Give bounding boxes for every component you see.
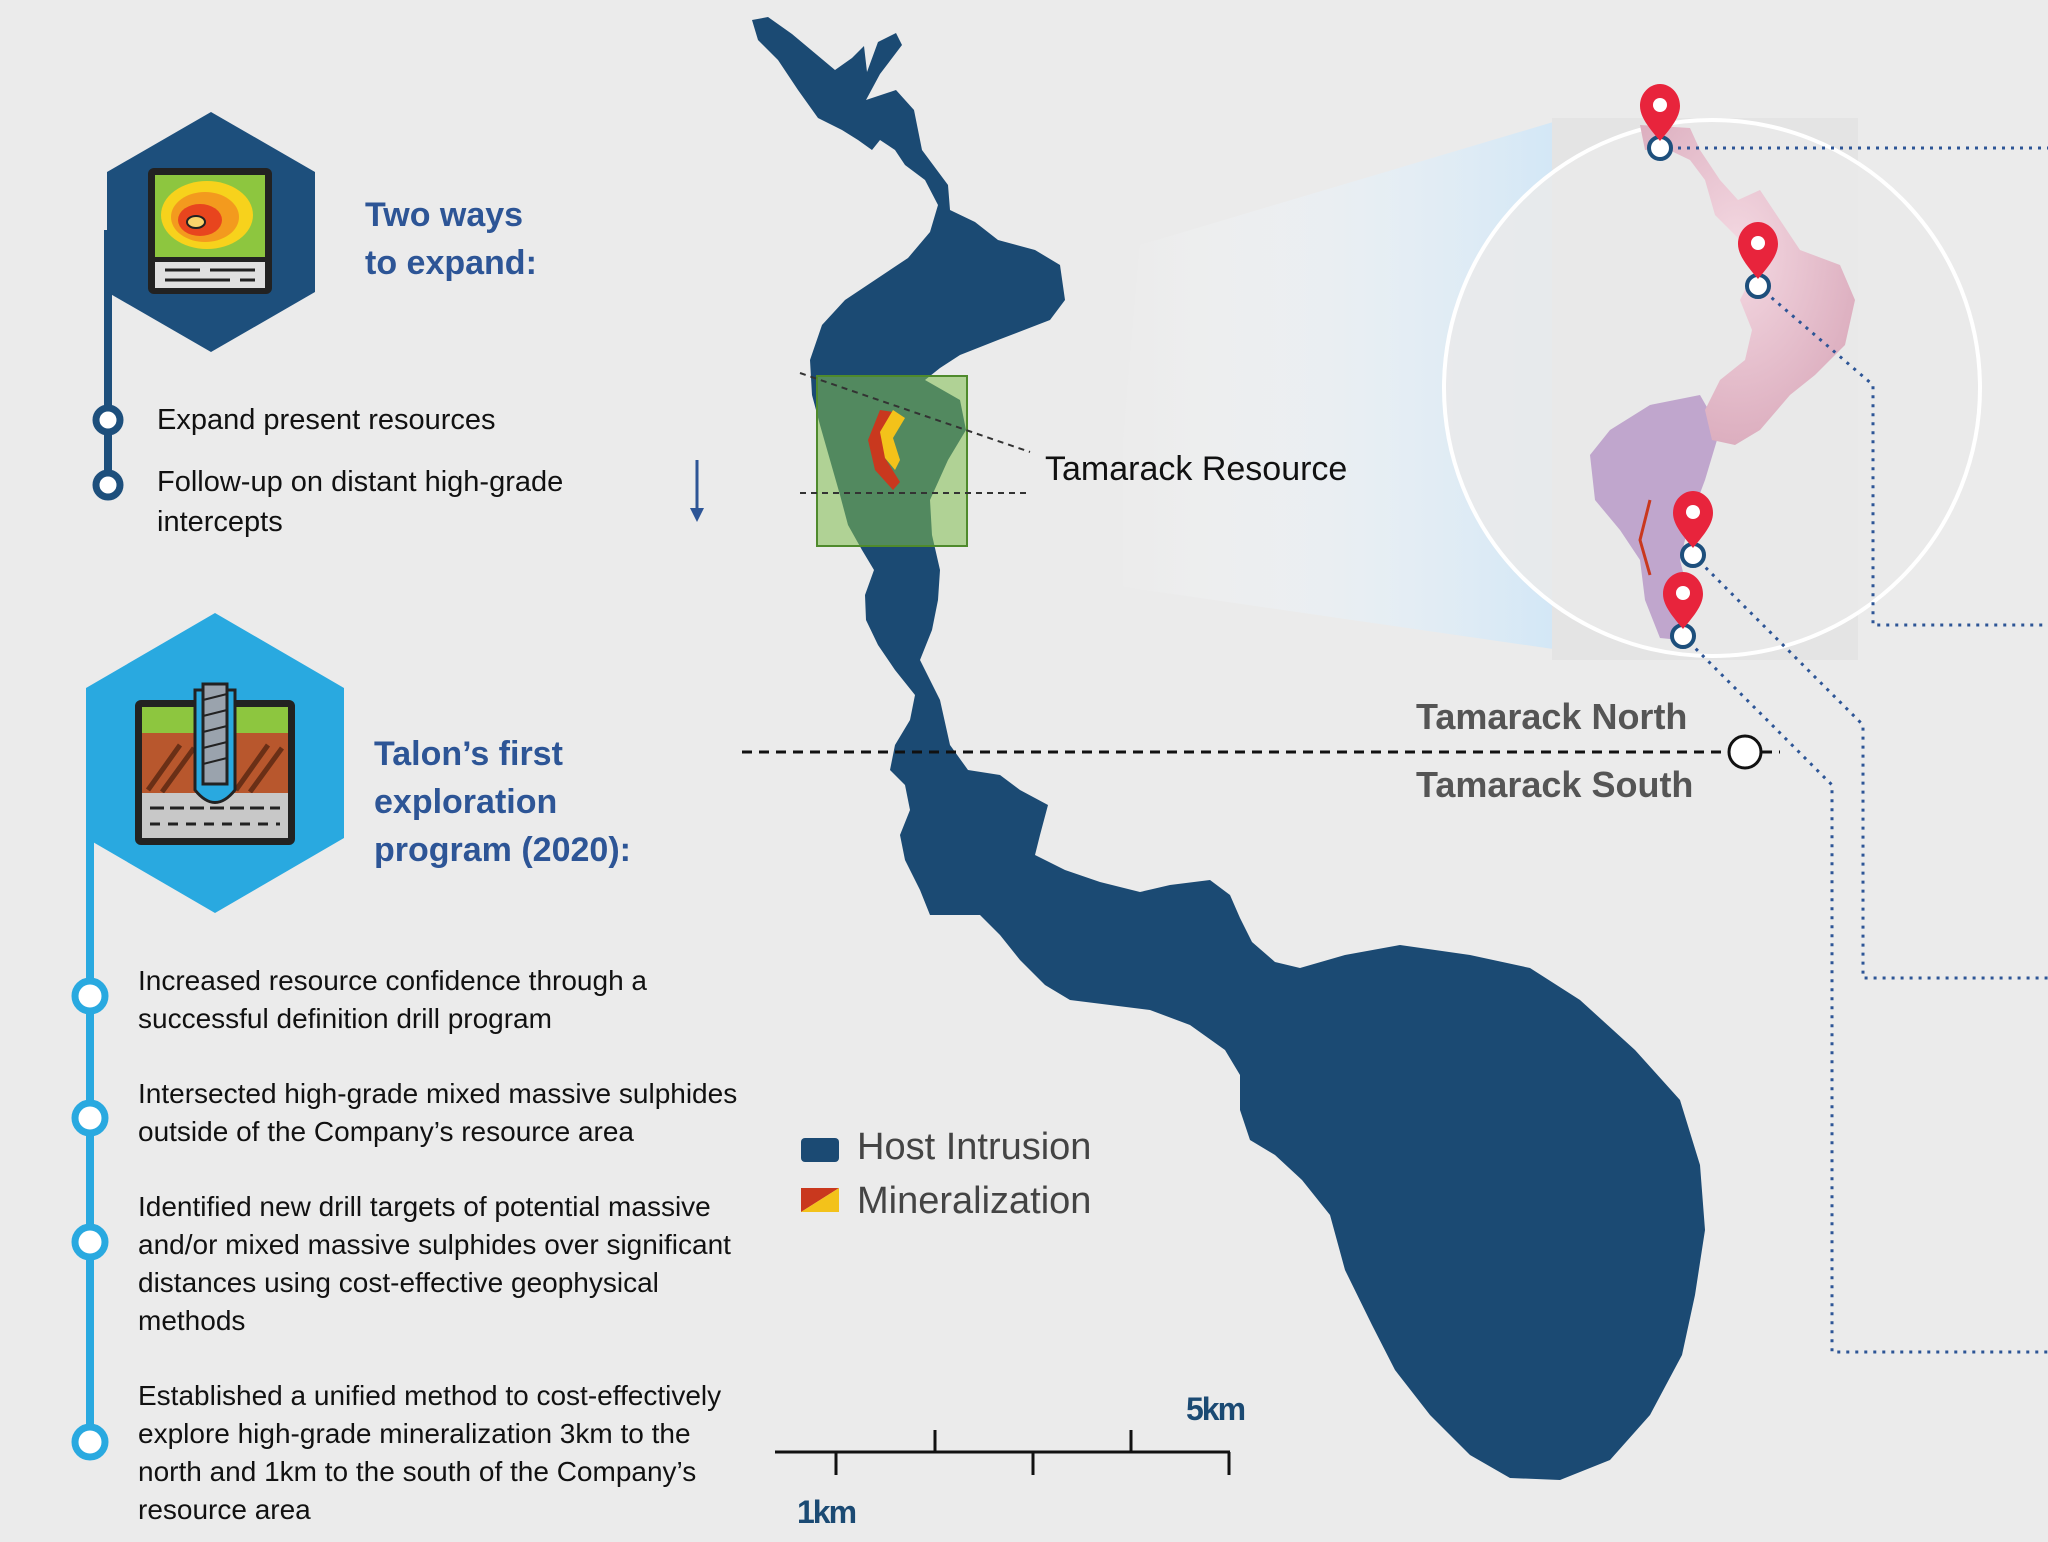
tamarack-south-label: Tamarack South — [1416, 764, 1694, 805]
zoom-circle — [1442, 118, 1982, 658]
program-item-3-line4: methods — [138, 1305, 246, 1336]
mineralization-yellow — [880, 410, 905, 470]
program-item-2: Intersected high-grade mixed massive sul… — [138, 1075, 737, 1151]
host-intrusion-shape — [752, 17, 1705, 1480]
legend-host-label: Host Intrusion — [857, 1126, 1092, 1168]
scale-label-5km: 5km — [1186, 1391, 1246, 1427]
program-item-4-line4: resource area — [138, 1494, 311, 1525]
expand-heading: Two ways to expand: — [365, 191, 537, 287]
tamarack-north-label: Tamarack North — [1416, 696, 1688, 737]
program-item-3-line1: Identified new drill targets of potentia… — [138, 1191, 711, 1222]
program-heading-line2: exploration — [374, 783, 558, 821]
program-heading-line3: program (2020): — [374, 831, 631, 869]
program-item-3-line3: distances using cost-effective geophysic… — [138, 1267, 659, 1298]
expand-item-1: Expand present resources — [157, 404, 496, 436]
expand-item-2: Follow-up on distant high-grade intercep… — [157, 463, 563, 541]
contour-map-icon — [148, 168, 272, 294]
scale-bar — [775, 1430, 1231, 1475]
drill-pins — [1640, 84, 1778, 649]
expand-heading-line1: Two ways — [365, 196, 524, 234]
program-item-2-line2: outside of the Company’s resource area — [138, 1116, 634, 1147]
tamarack-resource-label: Tamarack Resource — [1045, 450, 1348, 488]
program-heading-line1: Talon’s first — [374, 735, 563, 773]
program-item-4: Established a unified method to cost-eff… — [138, 1377, 721, 1529]
program-item-1-line1: Increased resource confidence through a — [138, 965, 647, 996]
orebody-purple — [1590, 395, 1720, 640]
scale-label-1km: 1km — [797, 1494, 857, 1530]
legend-host-swatch — [801, 1138, 839, 1162]
program-item-1: Increased resource confidence through a … — [138, 962, 647, 1038]
program-item-3-line2: and/or mixed massive sulphides over sign… — [138, 1229, 731, 1260]
expand-item-2-line1: Follow-up on distant high-grade — [157, 466, 564, 498]
program-item-4-line3: north and 1km to the south of the Compan… — [138, 1456, 697, 1487]
legend-mineralization-swatch — [801, 1188, 839, 1212]
program-heading: Talon’s first exploration program (2020)… — [374, 730, 631, 874]
program-item-3: Identified new drill targets of potentia… — [138, 1188, 731, 1340]
expand-item-2-line2: intercepts — [157, 506, 283, 538]
expand-heading-line2: to expand: — [365, 244, 537, 282]
program-item-4-line1: Established a unified method to cost-eff… — [138, 1380, 722, 1411]
program-item-1-line2: successful definition drill program — [138, 1003, 552, 1034]
program-item-4-line2: explore high-grade mineralization 3km to… — [138, 1418, 691, 1449]
program-item-2-line1: Intersected high-grade mixed massive sul… — [138, 1078, 738, 1109]
legend-mineralization-label: Mineralization — [857, 1180, 1092, 1222]
drill-core-icon — [135, 682, 295, 845]
